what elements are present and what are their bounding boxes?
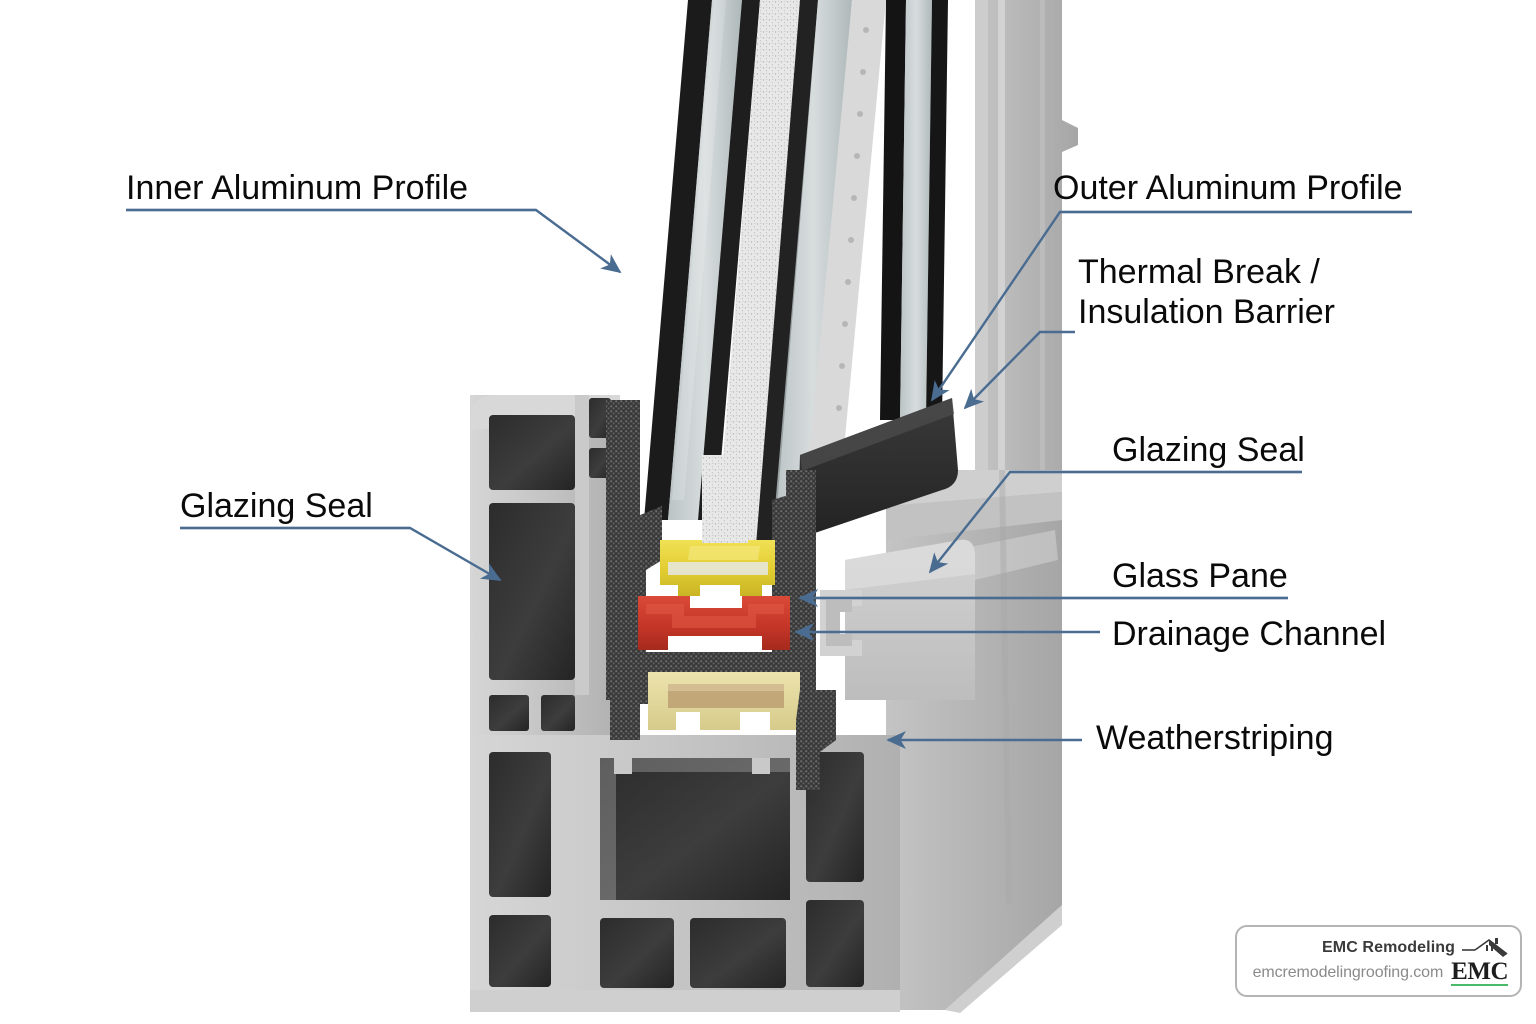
label-thermal-break: Thermal Break / Insulation Barrier xyxy=(1078,252,1408,332)
label-underlines xyxy=(126,208,1412,600)
glazing-seal-right-part xyxy=(786,470,816,700)
emc-remodeling-badge[interactable]: EMC Remodeling emcremodelingroofing.com … xyxy=(1235,925,1522,997)
outer-glazing-gasket xyxy=(798,398,958,537)
badge-company-name: EMC Remodeling xyxy=(1322,938,1455,956)
label-outer-aluminum-profile: Outer Aluminum Profile xyxy=(1053,169,1403,207)
label-inner-aluminum-profile: Inner Aluminum Profile xyxy=(126,169,469,207)
glazing-bead xyxy=(660,540,775,596)
badge-bottom-row: emcremodelingroofing.com EMC xyxy=(1252,957,1508,986)
interlock-detail xyxy=(820,590,862,656)
badge-website[interactable]: emcremodelingroofing.com xyxy=(1252,963,1444,981)
badge-top-row: EMC Remodeling xyxy=(1322,937,1508,959)
glazing-seal-left-part xyxy=(606,400,640,700)
weatherstrip-bead xyxy=(648,672,800,730)
thermal-break-line-2: Insulation Barrier xyxy=(1078,293,1336,332)
badge-emc-logo: EMC xyxy=(1451,957,1508,986)
inner-aluminum-profile xyxy=(470,395,900,1012)
label-glass-pane: Glass Pane xyxy=(1112,557,1288,595)
glazing-seal-inner xyxy=(628,506,662,660)
glass-pane-assembly xyxy=(644,0,948,545)
thermal-break-line-1: Thermal Break / xyxy=(1078,253,1320,291)
label-drainage-channel: Drainage Channel xyxy=(1112,615,1387,653)
house-roof-icon xyxy=(1462,937,1508,957)
label-weatherstriping: Weatherstriping xyxy=(1096,719,1334,757)
label-glazing-seal-right: Glazing Seal xyxy=(1112,431,1305,469)
label-glazing-seal-left: Glazing Seal xyxy=(180,487,373,525)
weatherstriping-seal xyxy=(796,690,836,790)
thermal-break-red xyxy=(638,596,790,650)
